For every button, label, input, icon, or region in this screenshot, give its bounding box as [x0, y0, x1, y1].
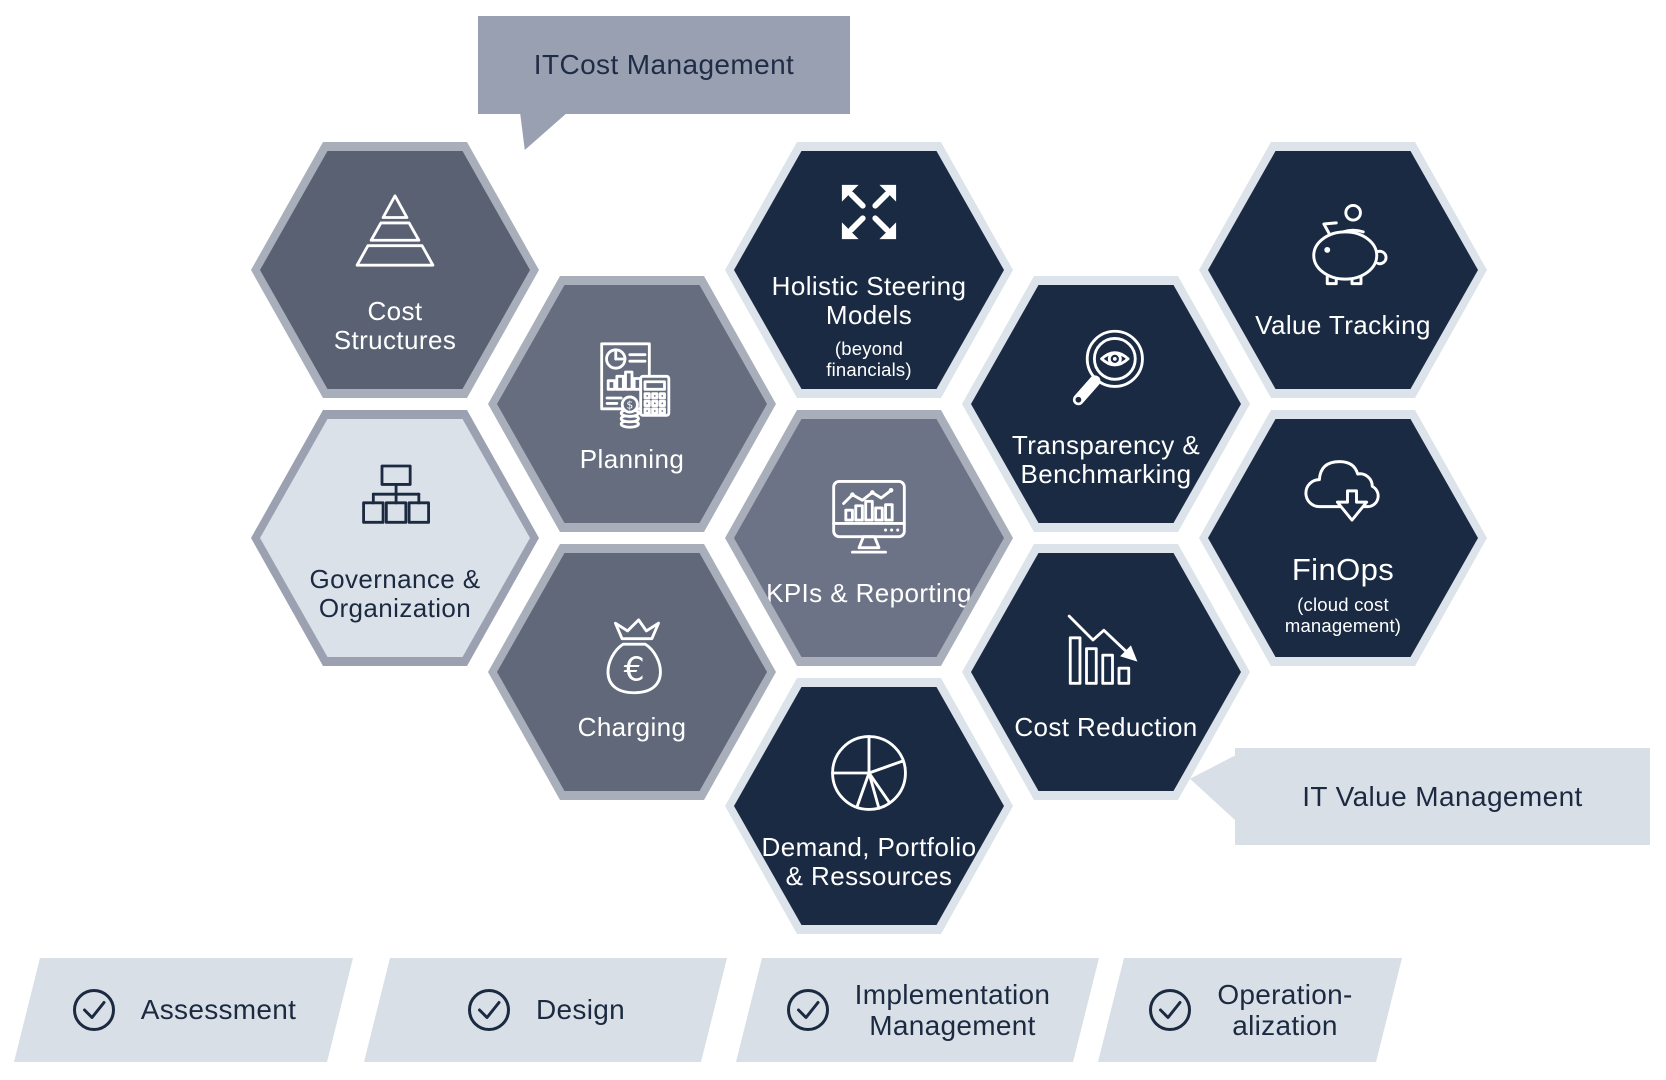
hexagon-label: FinOps	[1292, 552, 1394, 587]
hexagon-label-line: Cost Reduction	[1014, 712, 1198, 743]
hexagon-demand-portfolio-ressources: Demand, Portfolio& Ressources	[725, 678, 1013, 934]
hexagon-label-line: Governance &	[309, 563, 481, 594]
org-chart-icon	[343, 453, 447, 557]
hexagon-label: Cost Reduction	[1014, 712, 1198, 743]
hexagon-label: Value Tracking	[1255, 310, 1431, 341]
hexagon-label-line: Transparency &	[1011, 429, 1201, 460]
callout-tail-down-icon	[520, 112, 568, 150]
hexagon-label-line: Charging	[577, 712, 687, 743]
check-circle-icon	[785, 987, 831, 1033]
phase-label-line: Operation-	[1217, 978, 1353, 1010]
hexagon-label: Charging	[577, 712, 687, 743]
hexagon-label-line: Value Tracking	[1255, 310, 1431, 341]
hexagon-label-line: Cost	[367, 295, 423, 326]
hexagon-kpis-reporting: KPIs & Reporting	[725, 410, 1013, 666]
hexagon-label-line: & Ressources	[785, 861, 953, 891]
svg-text:€: €	[624, 650, 645, 689]
check-circle-icon	[1147, 987, 1193, 1033]
hexagon-transparency-benchmarking-face: Transparency &Benchmarking	[971, 285, 1241, 523]
hexagon-label-line: Benchmarking	[1020, 459, 1192, 489]
check-circle-icon	[466, 987, 512, 1033]
pyramid-icon	[343, 185, 447, 289]
hexagon-cost-reduction: Cost Reduction	[962, 544, 1250, 800]
hexagon-planning-face: $ Planning	[497, 285, 767, 523]
monitor-chart-icon	[816, 467, 922, 571]
phase-label-line: Design	[536, 994, 625, 1026]
hexagon-planning: $ Planning	[488, 276, 776, 532]
phase-assessment: Assessment	[14, 958, 353, 1062]
cloud-download-icon	[1289, 440, 1397, 544]
hexagon-governance-organization: Governance &Organization	[251, 410, 539, 666]
phase-label-line: Assessment	[140, 994, 297, 1026]
hexagon-kpis-reporting-face: KPIs & Reporting	[734, 419, 1004, 657]
hexagon-label: Planning	[579, 444, 685, 475]
callout-it-cost-management: ITCost Management	[478, 16, 850, 114]
piggy-bank-icon	[1289, 199, 1397, 303]
expand-arrows-icon	[819, 160, 919, 264]
hexagon-value-tracking-face: Value Tracking	[1208, 151, 1478, 389]
phase-label: Design	[536, 994, 625, 1025]
phase-label-line: Management	[869, 1010, 1036, 1041]
hexagon-label-line: Models	[825, 300, 913, 331]
hexagon-label-line: Holistic Steering	[771, 270, 967, 301]
money-bag-icon: €	[579, 601, 685, 705]
hexagon-label-line: Demand, Portfolio	[761, 831, 977, 862]
hexagon-label: Transparency &Benchmarking	[1011, 429, 1201, 490]
hexagon-charging: € Charging	[488, 544, 776, 800]
svg-text:$: $	[626, 399, 633, 412]
check-circle-icon	[71, 987, 117, 1033]
callout-it-cost-management-label: ITCost Management	[533, 49, 795, 80]
phase-design: Design	[364, 958, 727, 1062]
hexagon-cost-reduction-face: Cost Reduction	[971, 553, 1241, 791]
hexagon-sublabel-line: (beyond	[834, 337, 904, 359]
magnifier-eye-icon	[1053, 319, 1159, 423]
callout-it-value-management-label: IT Value Management	[1302, 780, 1583, 812]
phase-label: Assessment	[141, 994, 297, 1025]
hexagon-label: KPIs & Reporting	[766, 578, 972, 609]
hexagon-sublabel-line: (cloud cost	[1297, 593, 1389, 615]
hexagon-label: Demand, Portfolio& Ressources	[761, 831, 977, 892]
hexagon-demand-portfolio-ressources-face: Demand, Portfolio& Ressources	[734, 687, 1004, 925]
callout-it-value-management: IT Value Management	[1235, 748, 1650, 845]
hexagon-label: Governance &Organization	[309, 563, 481, 624]
hexagon-transparency-benchmarking: Transparency &Benchmarking	[962, 276, 1250, 532]
phase-operation-alization: Operation-alization	[1098, 958, 1402, 1062]
hexagon-label-line: KPIs & Reporting	[766, 578, 972, 609]
hexagon-value-tracking: Value Tracking	[1199, 142, 1487, 398]
hexagon-label-line: Organization	[318, 593, 472, 623]
hexagon-label-line: FinOps	[1291, 551, 1395, 587]
pie-chart-icon	[816, 721, 922, 825]
hexagon-sublabel-line: management)	[1284, 615, 1402, 636]
hexagon-sublabel-line: financials)	[826, 358, 912, 380]
hexagon-governance-organization-face: Governance &Organization	[260, 419, 530, 657]
phase-label-line: Implementation	[854, 978, 1051, 1010]
hexagon-label-line: Planning	[579, 444, 685, 475]
hexagon-label-line: Structures	[333, 325, 457, 355]
report-calculator-icon: $	[580, 333, 684, 437]
hexagon-charging-face: € Charging	[497, 553, 767, 791]
phase-label: Operation-alization	[1217, 979, 1352, 1042]
declining-bars-icon	[1054, 601, 1158, 705]
phase-label-line: alization	[1232, 1010, 1338, 1041]
